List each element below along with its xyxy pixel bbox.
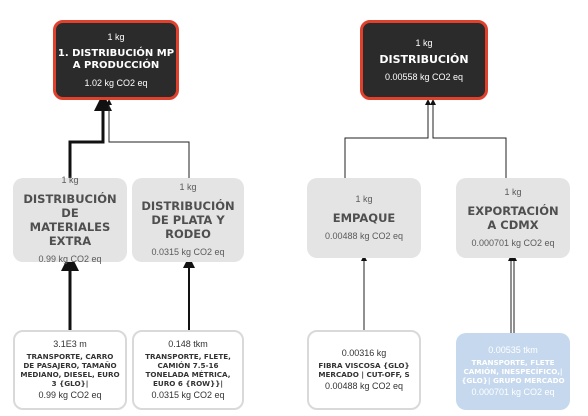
node-impact: 1.02 kg CO2 eq [84, 77, 148, 88]
node-amount: 1 kg [179, 182, 197, 192]
node-title: EMPAQUE [332, 211, 396, 225]
node-impact: 0.99 kg CO2 eq [38, 390, 102, 401]
edge-empaque-to-distribucion [344, 99, 431, 178]
node-flete-gen: 0.00535 tkm TRANSPORTE, FLETE CAMIÓN, IN… [456, 333, 570, 410]
node-amount: 0.00535 tkm [488, 344, 538, 355]
node-title: DISTRIBUCIÓN [379, 52, 469, 66]
edge-plata-to-dist-mp [106, 99, 190, 178]
node-impact: 0.00558 kg CO2 eq [384, 71, 464, 82]
node-title: TRANSPORTE, FLETE CAMIÓN, INESPECÍFICO,|… [461, 357, 565, 386]
node-carro: 3.1E3 m TRANSPORTE, CARRO DE PASAJERO, T… [13, 330, 127, 410]
node-impact: 0.000701 kg CO2 eq [471, 238, 555, 248]
node-dist-mp: 1 kg 1. DISTRIBUCIÓN MP A PRODUCCIÓN 1.0… [53, 20, 179, 100]
edge-materiales-to-dist-mp [68, 93, 112, 178]
node-title: TRANSPORTE, CARRO DE PASAJERO, TAMAÑO ME… [20, 351, 120, 389]
node-plata: 1 kg DISTRIBUCIÓN DE PLATA Y RODEO 0.031… [132, 178, 244, 262]
node-title: FIBRA VISCOSA {GLO} MERCADO | CUT-OFF, S [318, 360, 410, 379]
node-empaque: 1 kg EMPAQUE 0.00488 kg CO2 eq [307, 178, 421, 258]
node-impact: 0.00488 kg CO2 eq [324, 231, 404, 241]
node-amount: 1 kg [61, 175, 79, 185]
node-distribucion: 1 kg DISTRIBUCIÓN 0.00558 kg CO2 eq [360, 20, 488, 100]
node-impact: 0.00488 kg CO2 eq [324, 381, 404, 392]
node-amount: 1 kg [504, 187, 522, 197]
node-title: DISTRIBUCIÓN DE MATERIALES EXTRA [23, 192, 117, 248]
node-flete: 0.148 tkm TRANSPORTE, FLETE, CAMIÓN 7.5-… [132, 330, 244, 410]
node-title: 1. DISTRIBUCIÓN MP A PRODUCCIÓN [57, 47, 175, 71]
edge-exportacion-to-distribucion [430, 99, 507, 178]
node-amount: 1 kg [355, 194, 373, 204]
node-impact: 0.0315 kg CO2 eq [151, 390, 225, 401]
node-fibra: 0.00316 kg FIBRA VISCOSA {GLO} MERCADO |… [307, 330, 421, 410]
node-amount: 3.1E3 m [53, 338, 87, 349]
node-title: DISTRIBUCIÓN DE PLATA Y RODEO [141, 199, 235, 241]
node-title: TRANSPORTE, FLETE, CAMIÓN 7.5-16 TONELAD… [145, 351, 231, 389]
node-exportacion: 1 kg EXPORTACIÓN A CDMX 0.000701 kg CO2 … [456, 178, 570, 258]
node-materiales: 1 kg DISTRIBUCIÓN DE MATERIALES EXTRA 0.… [13, 175, 127, 264]
node-amount: 0.148 tkm [168, 338, 208, 349]
node-impact: 0.99 kg CO2 eq [38, 254, 102, 264]
node-title: EXPORTACIÓN A CDMX [467, 204, 559, 232]
node-amount: 1 kg [415, 37, 433, 48]
node-amount: 1 kg [107, 31, 125, 42]
node-impact: 0.000701 kg CO2 eq [471, 387, 555, 398]
node-impact: 0.0315 kg CO2 eq [151, 247, 225, 257]
node-amount: 0.00316 kg [341, 347, 387, 358]
